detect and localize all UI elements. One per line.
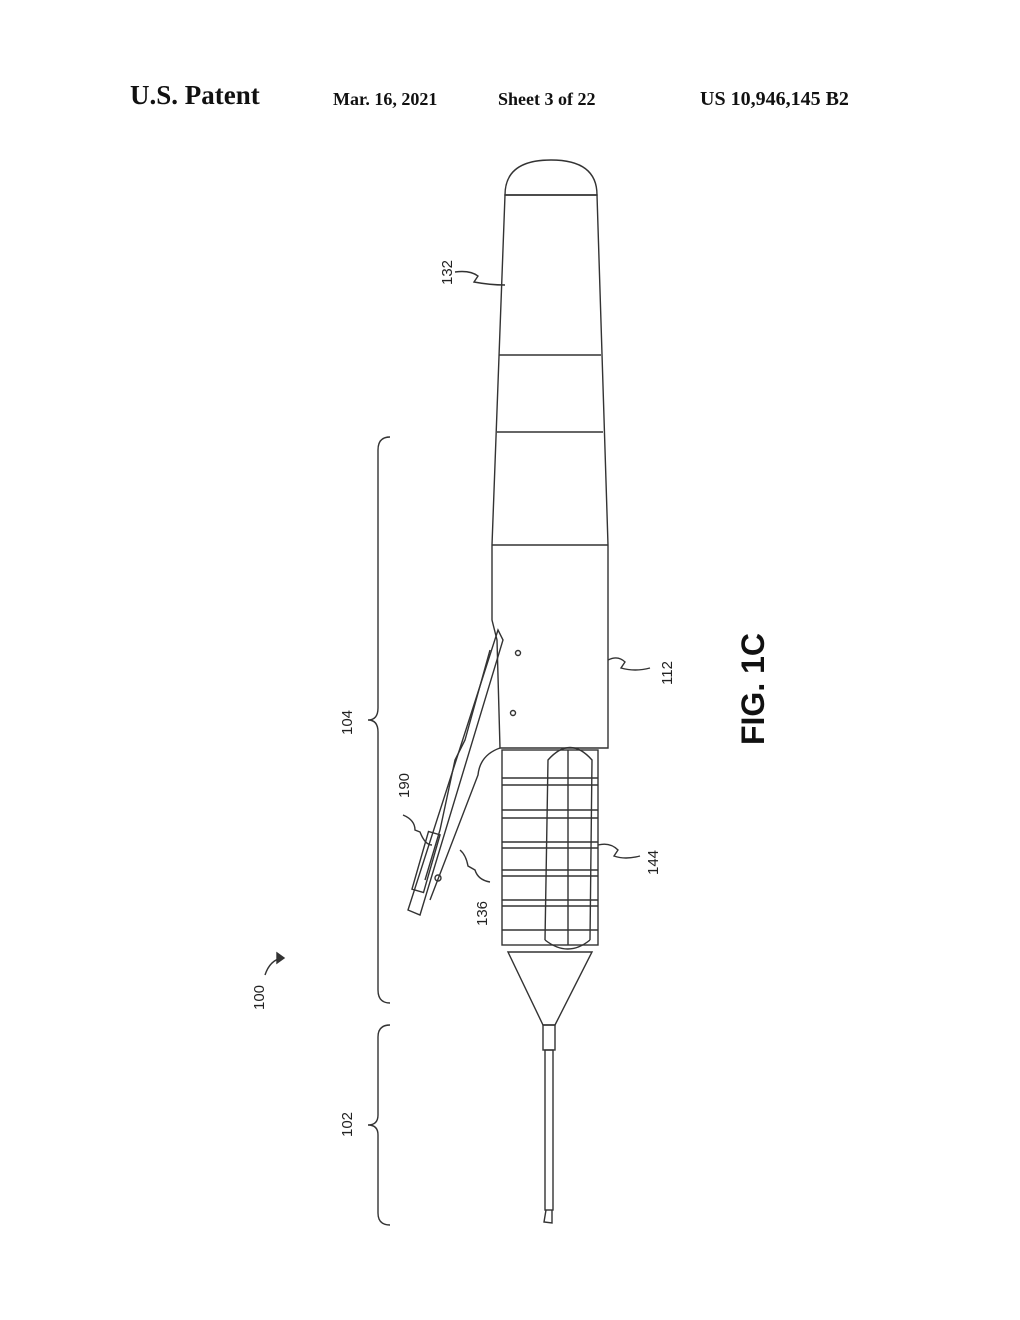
ref-190: 190 (396, 773, 413, 798)
patent-title: U.S. Patent (130, 80, 260, 110)
ref-136: 136 (474, 901, 491, 926)
patent-date: Mar. 16, 2021 (333, 89, 438, 109)
lever-arm (407, 628, 504, 916)
ribbed-section (501, 746, 599, 950)
sheet-number: Sheet 3 of 22 (498, 89, 596, 109)
brace-104 (367, 436, 391, 1004)
ref-100: 100 (251, 985, 268, 1010)
braces (367, 436, 391, 1226)
cone-and-shaft (506, 951, 594, 1224)
patent-number: US 10,946,145 B2 (700, 88, 849, 110)
ref-144: 144 (645, 850, 662, 875)
ref-102: 102 (339, 1112, 356, 1137)
brace-102 (367, 1024, 391, 1226)
device-body (491, 159, 609, 749)
ref-104: 104 (339, 710, 356, 735)
leader-lines (264, 270, 651, 976)
ref-132: 132 (439, 260, 456, 285)
figure-caption: FIG. 1C (735, 633, 771, 745)
reference-labels: 132 112 144 104 190 136 100 102 FIG. 1C (251, 260, 771, 1137)
ref-112: 112 (659, 661, 676, 685)
